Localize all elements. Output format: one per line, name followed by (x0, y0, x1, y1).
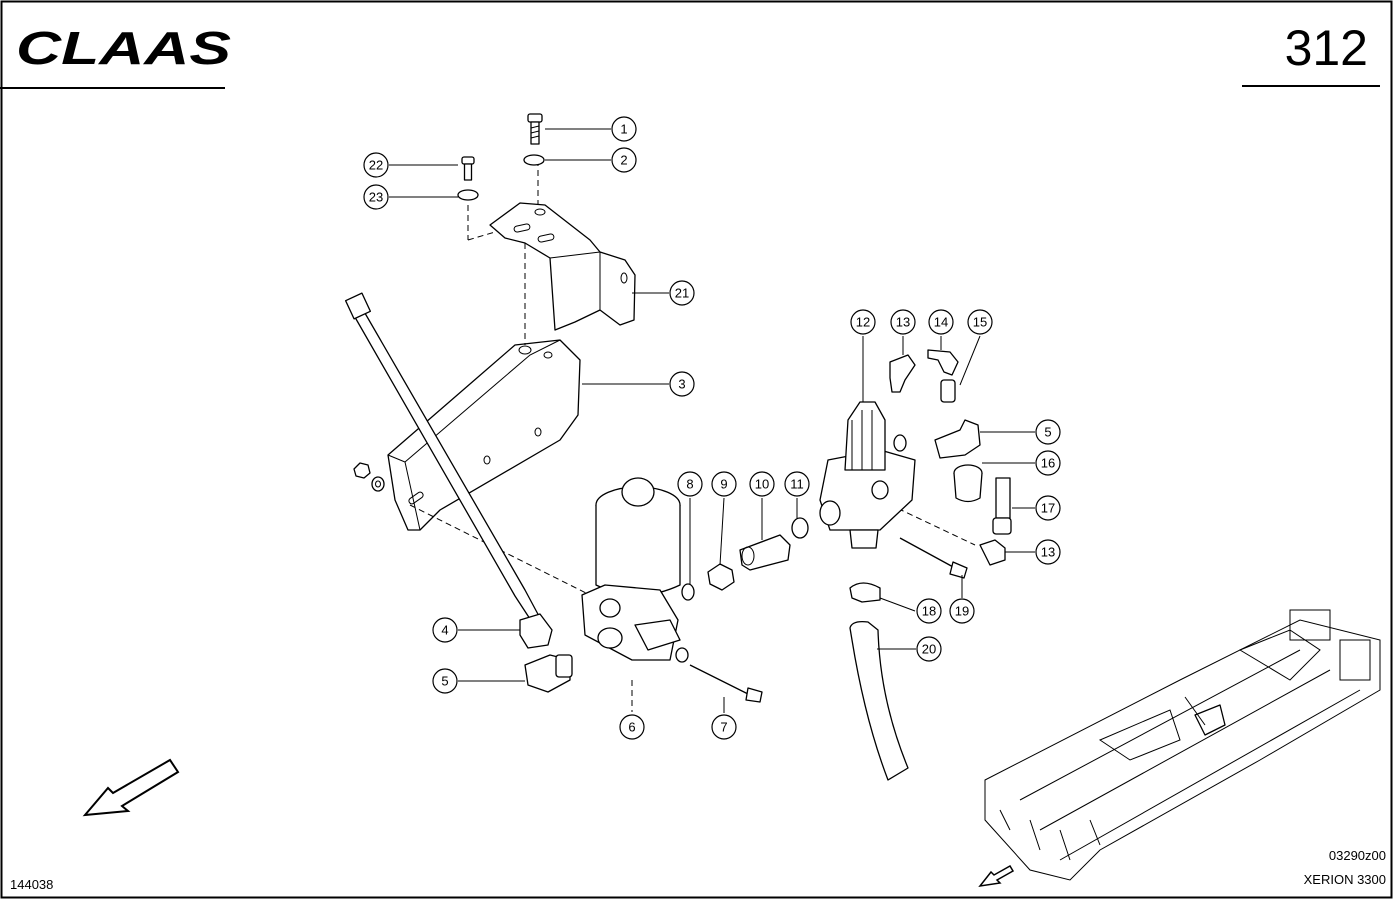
callout-19: 19 (949, 598, 975, 624)
svg-text:8: 8 (686, 477, 693, 492)
bolt-part (461, 156, 475, 181)
svg-text:14: 14 (934, 315, 948, 330)
callout-15: 15 (967, 309, 993, 335)
svg-text:2: 2 (620, 153, 627, 168)
callout-8: 8 (677, 471, 703, 497)
svg-text:1: 1 (620, 122, 627, 137)
svg-text:5: 5 (1044, 425, 1051, 440)
callout-22: 22 (363, 152, 389, 178)
elbow-fitting-part (524, 654, 573, 693)
bolt-part (527, 113, 543, 145)
callout-17: 17 (1035, 495, 1061, 521)
callout-2: 2 (611, 147, 637, 173)
leader-lines (389, 128, 1206, 726)
hydraulic-hose-part (344, 292, 553, 649)
direction-arrow-icon (82, 758, 180, 817)
washer-part (457, 189, 479, 201)
callout-18: 18 (916, 598, 942, 624)
bolt-part (675, 647, 763, 703)
svg-text:13: 13 (896, 315, 910, 330)
callout-13-bottom: 13 (1035, 539, 1061, 565)
svg-text:23: 23 (369, 190, 383, 205)
svg-text:4: 4 (441, 623, 448, 638)
callout-13-top: 13 (890, 309, 916, 335)
svg-text:16: 16 (1041, 456, 1055, 471)
mounting-bracket-part (489, 202, 636, 331)
assembly-line (879, 499, 976, 546)
svg-text:10: 10 (755, 477, 769, 492)
nut-part (707, 563, 735, 591)
svg-text:21: 21 (675, 286, 689, 301)
hose-clamp-part (849, 582, 881, 603)
callout-5-right: 5 (1035, 419, 1061, 445)
callout-1: 1 (611, 116, 637, 142)
callout-14: 14 (928, 309, 954, 335)
svg-text:22: 22 (369, 158, 383, 173)
callout-11: 11 (784, 471, 810, 497)
model-name: XERION 3300 (1304, 872, 1386, 887)
callout-4: 4 (432, 617, 458, 643)
assembly-line (467, 231, 496, 241)
plug-part (953, 464, 983, 503)
callout-3: 3 (669, 371, 695, 397)
svg-text:7: 7 (720, 720, 727, 735)
svg-text:13: 13 (1041, 545, 1055, 560)
o-ring-part (681, 583, 695, 601)
svg-text:11: 11 (790, 477, 804, 492)
svg-text:5: 5 (441, 674, 448, 689)
callout-6: 6 (619, 714, 645, 740)
washer-part (523, 154, 545, 166)
elbow-fitting-part (889, 354, 916, 393)
solenoid-valve-part (581, 477, 681, 661)
callout-20: 20 (916, 636, 942, 662)
elbow-fitting-part (979, 539, 1006, 566)
svg-text:12: 12 (856, 315, 870, 330)
small-direction-arrow-icon (978, 864, 1015, 888)
callout-9: 9 (711, 471, 737, 497)
pipe-part (992, 477, 1012, 535)
figure-code: 03290z00 (1329, 848, 1386, 863)
svg-text:17: 17 (1041, 501, 1055, 516)
callout-12: 12 (850, 309, 876, 335)
svg-text:19: 19 (955, 604, 969, 619)
callout-7: 7 (711, 714, 737, 740)
bolt-part (899, 537, 968, 579)
support-bracket-part (387, 339, 581, 531)
machine-overview-image (984, 609, 1381, 881)
callout-5-left: 5 (432, 668, 458, 694)
drawing-id: 144038 (10, 877, 53, 892)
adapter-part (739, 534, 791, 571)
callout-23: 23 (363, 184, 389, 210)
callout-21: 21 (669, 280, 695, 306)
svg-text:9: 9 (720, 477, 727, 492)
cap-part (940, 379, 956, 403)
svg-text:3: 3 (678, 377, 685, 392)
hose-part (849, 620, 909, 781)
callout-16: 16 (1035, 450, 1061, 476)
callout-10: 10 (749, 471, 775, 497)
elbow-fitting-part (927, 349, 959, 376)
control-valve-part (819, 401, 916, 549)
page-number: 312 (1285, 20, 1368, 76)
o-ring-part (791, 517, 809, 539)
svg-text:20: 20 (922, 642, 936, 657)
nut-part (353, 462, 385, 492)
svg-text:18: 18 (922, 604, 936, 619)
svg-text:15: 15 (973, 315, 987, 330)
elbow-fitting-part (934, 419, 981, 459)
brand-logo: CLAAS (16, 22, 231, 74)
svg-text:6: 6 (628, 720, 635, 735)
